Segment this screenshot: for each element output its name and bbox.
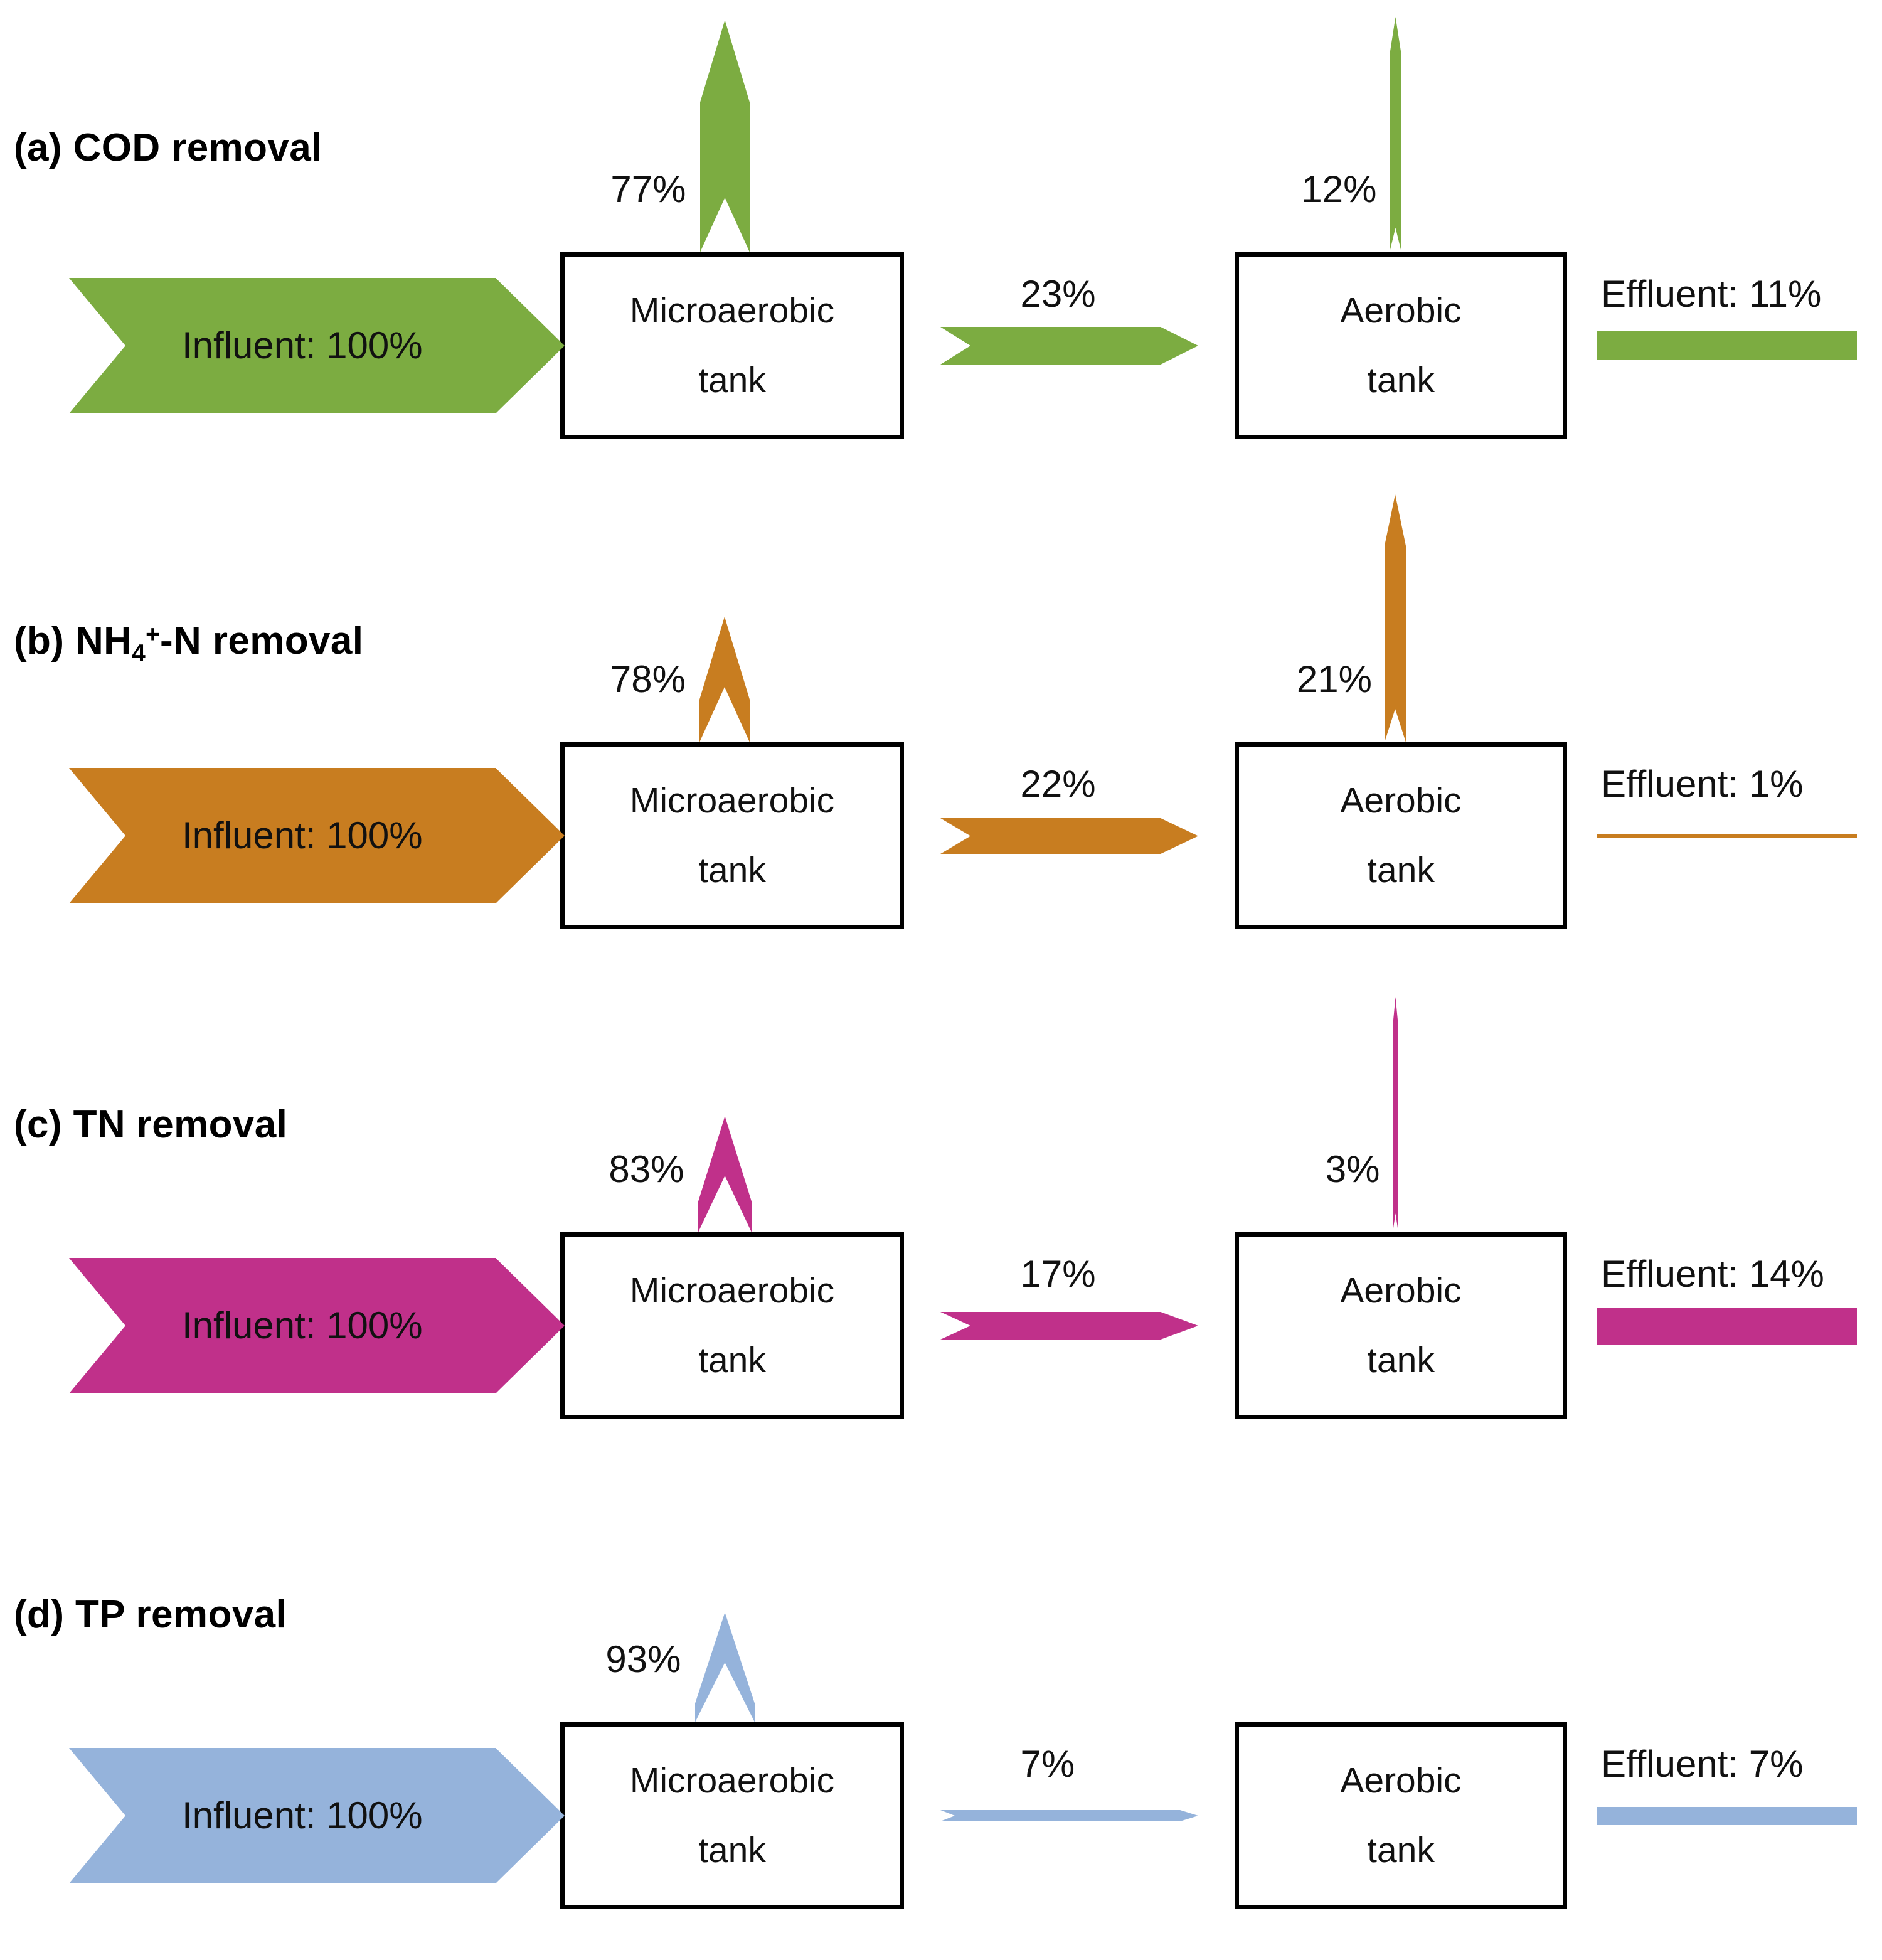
microaerobic-removal-label-b: 78%: [610, 658, 686, 700]
panel-caption-b: (b) NH4+-N removal: [14, 619, 364, 667]
influent-label-b: Influent: 100%: [182, 814, 423, 856]
aerobic-tank-label-line2: tank: [1367, 1340, 1435, 1380]
aerobic-removal-label-a: 12%: [1301, 168, 1377, 210]
aerobic-removal-label-b: 21%: [1296, 658, 1372, 700]
arrow-shape: [940, 1312, 1198, 1340]
effluent-label-d: Effluent: 7%: [1601, 1743, 1804, 1785]
transfer-arrow-b: [940, 818, 1198, 854]
aerobic-tank-d: Aerobic tank: [1235, 1722, 1567, 1909]
effluent-arrow-b: [1597, 833, 1857, 838]
microaerobic-tank-label-line1: Microaerobic: [629, 1760, 835, 1801]
microaerobic-tank-label-line1: Microaerobic: [629, 780, 835, 821]
effluent-arrow-a: [1597, 331, 1857, 360]
arrow-shape: [694, 1612, 755, 1722]
microaerobic-tank-label-line2: tank: [698, 1340, 766, 1380]
aerobic-tank-label-line2: tank: [1367, 850, 1435, 890]
arrow-shape: [1392, 997, 1398, 1232]
effluent-arrow-c: [1597, 1307, 1857, 1345]
aerobic-tank-b: Aerobic tank: [1235, 742, 1567, 929]
arrow-shape: [940, 818, 1198, 854]
aerobic-removal-arrow-b: [1385, 494, 1406, 742]
effluent-label-c: Effluent: 14%: [1601, 1253, 1824, 1295]
microaerobic-tank-label-line2: tank: [698, 360, 766, 400]
microaerobic-tank-d: Microaerobic tank: [560, 1722, 904, 1909]
influent-label-d: Influent: 100%: [182, 1794, 423, 1836]
arrow-shape: [1597, 1307, 1857, 1345]
microaerobic-removal-label-a: 77%: [610, 168, 686, 210]
effluent-label-b: Effluent: 1%: [1601, 763, 1804, 805]
influent-arrow-a: [69, 278, 565, 413]
arrow-shape: [1597, 833, 1857, 838]
transfer-arrow-c: [940, 1312, 1198, 1340]
aerobic-tank-c: Aerobic tank: [1235, 1232, 1567, 1419]
microaerobic-tank-b: Microaerobic tank: [560, 742, 904, 929]
aerobic-tank-label-line1: Aerobic: [1340, 1270, 1462, 1311]
arrow-shape: [69, 278, 565, 413]
microaerobic-tank-label-line1: Microaerobic: [629, 290, 835, 331]
effluent-arrow-d: [1597, 1806, 1857, 1825]
microaerobic-tank-label-line1: Microaerobic: [629, 1270, 835, 1311]
aerobic-tank-label-line1: Aerobic: [1340, 1760, 1462, 1801]
panel-caption-a: (a) COD removal: [14, 126, 322, 169]
microaerobic-removal-label-d: 93%: [605, 1638, 681, 1680]
microaerobic-removal-arrow-c: [698, 1116, 752, 1232]
arrow-shape: [1597, 1806, 1857, 1825]
arrow-shape: [699, 617, 750, 742]
transfer-arrow-d: [940, 1810, 1198, 1821]
microaerobic-removal-label-c: 83%: [609, 1148, 684, 1190]
influent-arrow-b: [69, 768, 565, 903]
aerobic-removal-arrow-a: [1389, 17, 1401, 252]
transfer-arrow-a: [940, 327, 1198, 365]
influent-label-a: Influent: 100%: [182, 324, 423, 366]
microaerobic-tank-label-line2: tank: [698, 1830, 766, 1870]
aerobic-tank-label-line1: Aerobic: [1340, 780, 1462, 821]
arrow-shape: [69, 768, 565, 903]
arrow-shape: [940, 1810, 1198, 1821]
arrow-shape: [699, 20, 750, 252]
microaerobic-removal-arrow-d: [694, 1612, 755, 1722]
effluent-label-a: Effluent: 11%: [1601, 273, 1822, 315]
aerobic-removal-label-c: 3%: [1325, 1148, 1380, 1190]
microaerobic-tank-label-line2: tank: [698, 850, 766, 890]
microaerobic-tank-c: Microaerobic tank: [560, 1232, 904, 1419]
transfer-label-a: 23%: [1020, 273, 1096, 315]
arrow-shape: [940, 327, 1198, 365]
influent-label-c: Influent: 100%: [182, 1304, 423, 1346]
influent-arrow-d: [69, 1748, 565, 1883]
transfer-label-d: 7%: [1020, 1743, 1075, 1785]
arrow-shape: [1385, 494, 1406, 742]
arrow-shape: [1597, 331, 1857, 360]
transfer-label-c: 17%: [1020, 1253, 1096, 1295]
aerobic-tank-label-line2: tank: [1367, 1830, 1435, 1870]
arrow-shape: [69, 1748, 565, 1883]
panel-caption-c: (c) TN removal: [14, 1103, 288, 1146]
microaerobic-tank-a: Microaerobic tank: [560, 252, 904, 439]
microaerobic-removal-arrow-a: [699, 20, 750, 252]
arrow-shape: [1389, 17, 1401, 252]
aerobic-tank-label-line2: tank: [1367, 360, 1435, 400]
panel-caption-d: (d) TP removal: [14, 1593, 287, 1636]
microaerobic-removal-arrow-b: [699, 617, 750, 742]
arrow-shape: [698, 1116, 752, 1232]
aerobic-tank-a: Aerobic tank: [1235, 252, 1567, 439]
aerobic-tank-label-line1: Aerobic: [1340, 290, 1462, 331]
influent-arrow-c: [69, 1258, 565, 1393]
aerobic-removal-arrow-c: [1392, 997, 1398, 1232]
arrow-shape: [69, 1258, 565, 1393]
transfer-label-b: 22%: [1020, 763, 1096, 805]
